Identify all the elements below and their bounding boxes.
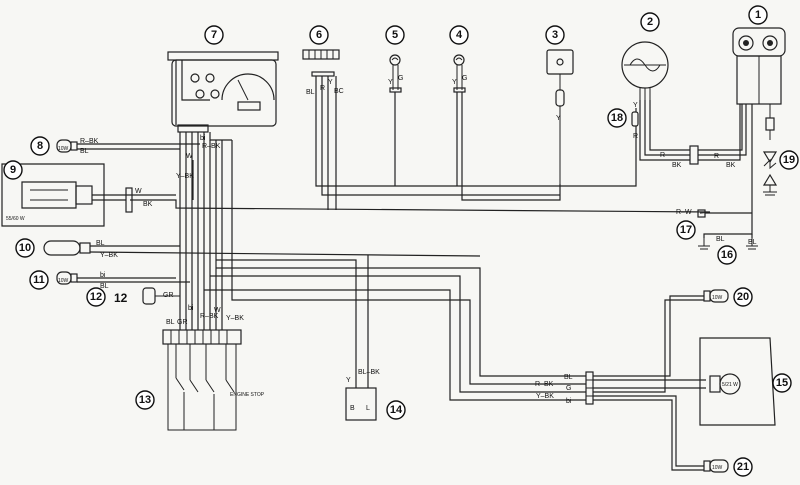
callout-16: 16 — [721, 249, 733, 261]
wire-label-bl-13: BL — [166, 319, 175, 326]
wire-label-bi-11: bi — [100, 272, 106, 279]
wire-label-gr-13: GR — [177, 319, 188, 326]
callout-14: 14 — [390, 404, 403, 416]
callout-21: 21 — [737, 461, 749, 473]
regulator-terminal-b: B — [350, 405, 355, 412]
ignition-coil — [732, 27, 786, 140]
handlebar-switch — [162, 329, 242, 431]
wire-label-bl-11: BL — [100, 283, 109, 290]
bulb-8-rating: 10W — [58, 146, 69, 152]
callout-18: 18 — [611, 112, 623, 124]
bulb-21-rating: 10W — [712, 465, 723, 471]
wire-label-g-15: G — [566, 385, 571, 392]
engine-stop-label: ENGINE STOP — [230, 392, 265, 398]
wires — [77, 60, 753, 471]
callout-17: 17 — [680, 224, 692, 236]
callout-13: 13 — [139, 394, 151, 406]
wire-label-y-bk-13: Y–BK — [226, 315, 244, 322]
wire-label-r-bk-13: R–BK — [200, 313, 219, 320]
wire-label-y-18: Y — [633, 102, 638, 109]
callouts: 1 2 3 4 5 6 7 8 9 10 11 12 13 14 15 16 1… — [3, 5, 799, 477]
wire-labels: R–BK BL W BK BL Y–BK bi BL GR bi R–BK W … — [80, 75, 757, 405]
spark-plug — [762, 151, 778, 196]
rear-connector — [585, 371, 594, 405]
alternator — [621, 41, 669, 100]
callout-19: 19 — [783, 154, 795, 166]
connector-18 — [631, 111, 639, 127]
callout-12: 12 — [90, 291, 102, 303]
wire-label-y-14: Y — [346, 377, 351, 384]
wire-label-y-3: Y — [556, 115, 561, 122]
bulb-20-rating: 10W — [712, 295, 723, 301]
wire-label-bl-6: BL — [306, 89, 315, 96]
pickup-sensor — [546, 49, 574, 184]
callout-9: 9 — [10, 164, 16, 176]
callout-1: 1 — [755, 9, 761, 21]
indicator-lamp-4 — [453, 54, 466, 93]
bulb-11-rating: 10W — [58, 278, 69, 284]
wire-label-w-9: W — [135, 188, 142, 195]
wire-label-r-bk-8: R–BK — [80, 138, 99, 145]
wire-label-bk-9: BK — [143, 201, 153, 208]
lamp-10 — [43, 240, 91, 256]
wire-label-y-4: Y — [452, 79, 457, 86]
wire-label-r-6: R — [320, 85, 325, 92]
wire-label-bk-1: BK — [726, 162, 736, 169]
sensor-12-label: 12 — [114, 291, 128, 305]
wire-label-bl-10: BL — [96, 240, 105, 247]
callout-6: 6 — [316, 29, 322, 41]
callout-4: 4 — [456, 29, 463, 41]
wire-label-w-7: W — [186, 153, 193, 160]
wire-label-bl-bk-14: BL–BK — [358, 369, 380, 376]
callout-20: 20 — [737, 291, 749, 303]
wire-label-g-4: G — [462, 75, 467, 82]
tail-lamp-rating: 5/21 W — [722, 382, 738, 388]
callout-5: 5 — [392, 29, 398, 41]
wire-label-bk-2: BK — [672, 162, 682, 169]
wire-label-r-2: R — [660, 152, 665, 159]
ground-16 — [698, 238, 758, 250]
wire-label-bl-8: BL — [80, 148, 89, 155]
wire-label-gr-12: GR — [163, 292, 174, 299]
wire-label-g-5: G — [398, 75, 403, 82]
wire-label-bi-15: bi — [566, 398, 572, 405]
wire-label-r-18: R — [633, 133, 638, 140]
wire-label-r-bk-15: R–BK — [535, 381, 554, 388]
wire-label-r-bk-7: R–BK — [202, 143, 221, 150]
wire-label-y-bk-7: Y–BK — [176, 173, 194, 180]
wire-label-bl-15: BL — [564, 374, 573, 381]
wire-label-w-13: W — [214, 307, 221, 314]
callout-8: 8 — [37, 140, 43, 152]
wire-label-y-5: Y — [388, 79, 393, 86]
wire-label-bl-16a: BL — [716, 236, 725, 243]
wire-label-bl-16b: BL — [748, 239, 757, 246]
wire-label-y-bk-15: Y–BK — [536, 393, 554, 400]
wire-label-bi-7: bi — [200, 135, 206, 142]
callout-11: 11 — [33, 274, 45, 286]
wire-label-r-1: R — [714, 153, 719, 160]
callout-7: 7 — [211, 29, 217, 41]
callout-2: 2 — [647, 16, 653, 28]
wire-label-y-bk-10: Y–BK — [100, 252, 118, 259]
indicator-lamp-5 — [389, 54, 402, 93]
wire-label-bc-6: BC — [334, 88, 344, 95]
wire-label-y-6: Y — [328, 79, 333, 86]
connector-17 — [697, 209, 706, 218]
regulator — [345, 387, 377, 421]
callout-10: 10 — [19, 242, 31, 254]
callout-15: 15 — [776, 377, 788, 389]
tail-lamp — [699, 337, 776, 426]
wire-label-r-w-17: R–W — [676, 209, 692, 216]
instrument-cluster — [167, 51, 279, 133]
headlamp-rating: 55/60 W — [6, 216, 25, 222]
headlamp — [1, 163, 133, 227]
connector-6 — [302, 49, 340, 77]
bulb-8 — [56, 139, 78, 153]
callout-3: 3 — [552, 29, 558, 41]
sensor-12 — [142, 287, 180, 305]
wire-label-bi-13: bi — [188, 305, 194, 312]
regulator-terminal-l: L — [366, 405, 370, 412]
